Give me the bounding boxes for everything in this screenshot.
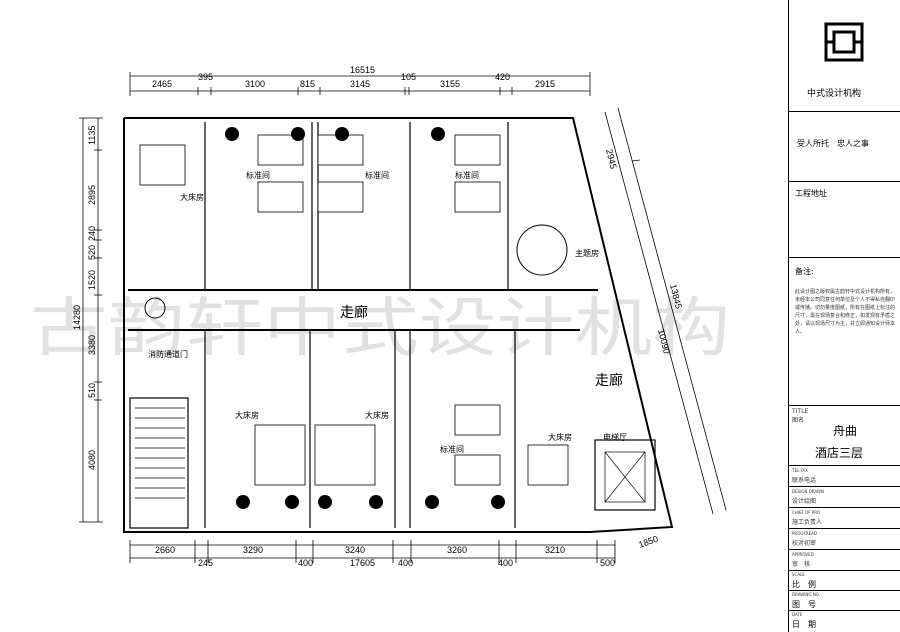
tel-en: TEL FAX [792,468,808,473]
room-label-elevator-hall: 电梯厅 [603,432,627,442]
room-label-fire-door: 消防通道门 [148,349,188,359]
bottom-dim-10: 500 [600,558,615,568]
top-total-dim: 16515 [350,65,375,75]
motto-cell: 受人所托 忠人之事 [789,112,900,182]
right-diagonal-dims [604,107,727,515]
title-en-label: TITLE [792,408,809,415]
charge-en: CHIEF OF PRO [792,510,821,515]
bottom-dimensions [129,540,616,563]
top-dim-9: 2915 [535,79,555,89]
title-cell: TITLE 图名 舟曲 酒店三层 [789,406,900,466]
date-cn: 日 期 [792,620,816,629]
room-label-standard-b: 标准间 [440,444,464,454]
scale-cell: SCALE 比 例 [789,571,900,591]
design-en: DESIGN DRAWN [792,489,824,494]
top-dim-3: 3100 [245,79,265,89]
top-dim-8: 420 [495,72,510,82]
date-cell: DATE 日 期 [789,611,900,632]
approved-en: APPROVED [792,552,814,557]
drawing-no-en: DRAWING NO. [792,592,820,597]
date-en: DATE [792,612,803,617]
round-tables [225,127,505,509]
bottom-dim-4: 3260 [447,545,467,555]
bottom-dim-9: 400 [498,558,513,568]
title-block: 中式设计机构 受人所托 忠人之事 工程地址 备注: 此设计图之版权属古韵轩中式设… [788,0,900,632]
top-dim-4: 815 [300,79,315,89]
design-cell: DESIGN DRAWN 设计绘图 [789,487,900,508]
bottom-total-dim: 17605 [350,558,375,568]
elevator-shaft [604,451,646,503]
beds [139,134,569,486]
notes-label: 备注: [795,267,814,276]
room-label-big-bed-b3: 大床房 [548,432,572,442]
tel-cn: 联系电话 [792,477,817,484]
top-dim-7: 3155 [440,79,460,89]
proof-cn: 校对初审 [792,540,817,547]
tel-cell: TEL FAX 联系电话 [789,466,900,487]
approved-cn: 审 核 [792,561,811,568]
address-cell: 工程地址 [789,182,900,258]
left-dim-4: 520 [87,245,97,260]
bottom-dim-7: 400 [298,558,313,568]
notes-cell: 备注: 此设计图之版权属古韵轩中式设计机构所有，未经本公司同意任何单位及个人不得… [789,258,900,406]
site-address-label: 工程地址 [795,189,827,198]
logo-cell: 中式设计机构 [789,0,900,112]
drawing-no-cell: DRAWING NO. 图 号 [789,591,900,611]
room-label-big-bed-b1: 大床房 [235,410,259,420]
corridor-main-label: 走廊 [340,304,368,321]
proof-en: PROOFREAD [792,531,817,536]
room-label-standard-1: 标准间 [246,170,270,180]
charge-cell: CHIEF OF PRO 施工负责人 [789,508,900,529]
motto: 受人所托 忠人之事 [797,139,869,148]
floor-plan: 古韵轩中式设计机构 16515 2465 395 3100 815 3145 1… [30,65,730,568]
drawing-no-cn: 图 号 [792,600,816,609]
notes-text: 此设计图之版权属古韵轩中式设计机构所有，未经本公司同意任何单位及个人不得私自翻印… [795,289,896,335]
left-dim-7: 510 [87,383,97,398]
bottom-dim-6: 245 [198,558,213,568]
room-label-big-bed-b2: 大床房 [365,410,389,420]
left-dim-5: 1520 [87,270,97,290]
left-dim-2: 2895 [87,185,97,205]
room-label-big-bed-top: 大床房 [180,192,204,202]
top-dim-2: 395 [198,72,213,82]
org-name: 中式设计机构 [807,89,862,99]
room-label-standard-2: 标准间 [365,170,389,180]
proof-cell: PROOFREAD 校对初审 [789,529,900,550]
left-dim-3: 240 [87,226,97,241]
left-dim-1: 1135 [87,126,97,145]
charge-cn: 施工负责人 [792,519,823,526]
room-label-standard-3: 标准间 [455,170,479,180]
corridor-right-label: 走廊 [595,372,623,389]
staircase [135,407,185,499]
bottom-dim-8: 400 [398,558,413,568]
room-label-theme: 主题房 [575,248,599,258]
approved-cell: APPROVED 审 核 [789,550,900,571]
left-total-dim: 14280 [72,305,82,330]
title-cn-label: 图名 [792,417,805,424]
bottom-dim-3: 3240 [345,545,365,555]
top-dimensions [129,72,591,96]
left-dim-6: 3380 [87,335,97,355]
right-dim-top: 2945 [604,148,619,170]
theme-round-bed [144,224,568,319]
drawing-name: 酒店三层 [815,446,864,460]
bottom-dim-2: 3290 [243,545,263,555]
logo-icon [824,22,864,62]
project-name: 舟曲 [833,424,858,438]
scale-en: SCALE [792,572,805,577]
top-dim-5: 3145 [350,79,370,89]
design-cn: 设计绘图 [792,498,817,505]
scale-cn: 比 例 [792,580,816,589]
top-dim-6: 105 [401,72,416,82]
bottom-dim-1: 2660 [155,545,175,555]
left-dim-8: 4080 [87,450,97,470]
bottom-dim-5: 3210 [545,545,565,555]
top-dim-1: 2465 [152,79,172,89]
building-walls [123,117,674,533]
left-dimensions [79,117,103,523]
bottom-extra-dim: 1850 [637,534,659,550]
